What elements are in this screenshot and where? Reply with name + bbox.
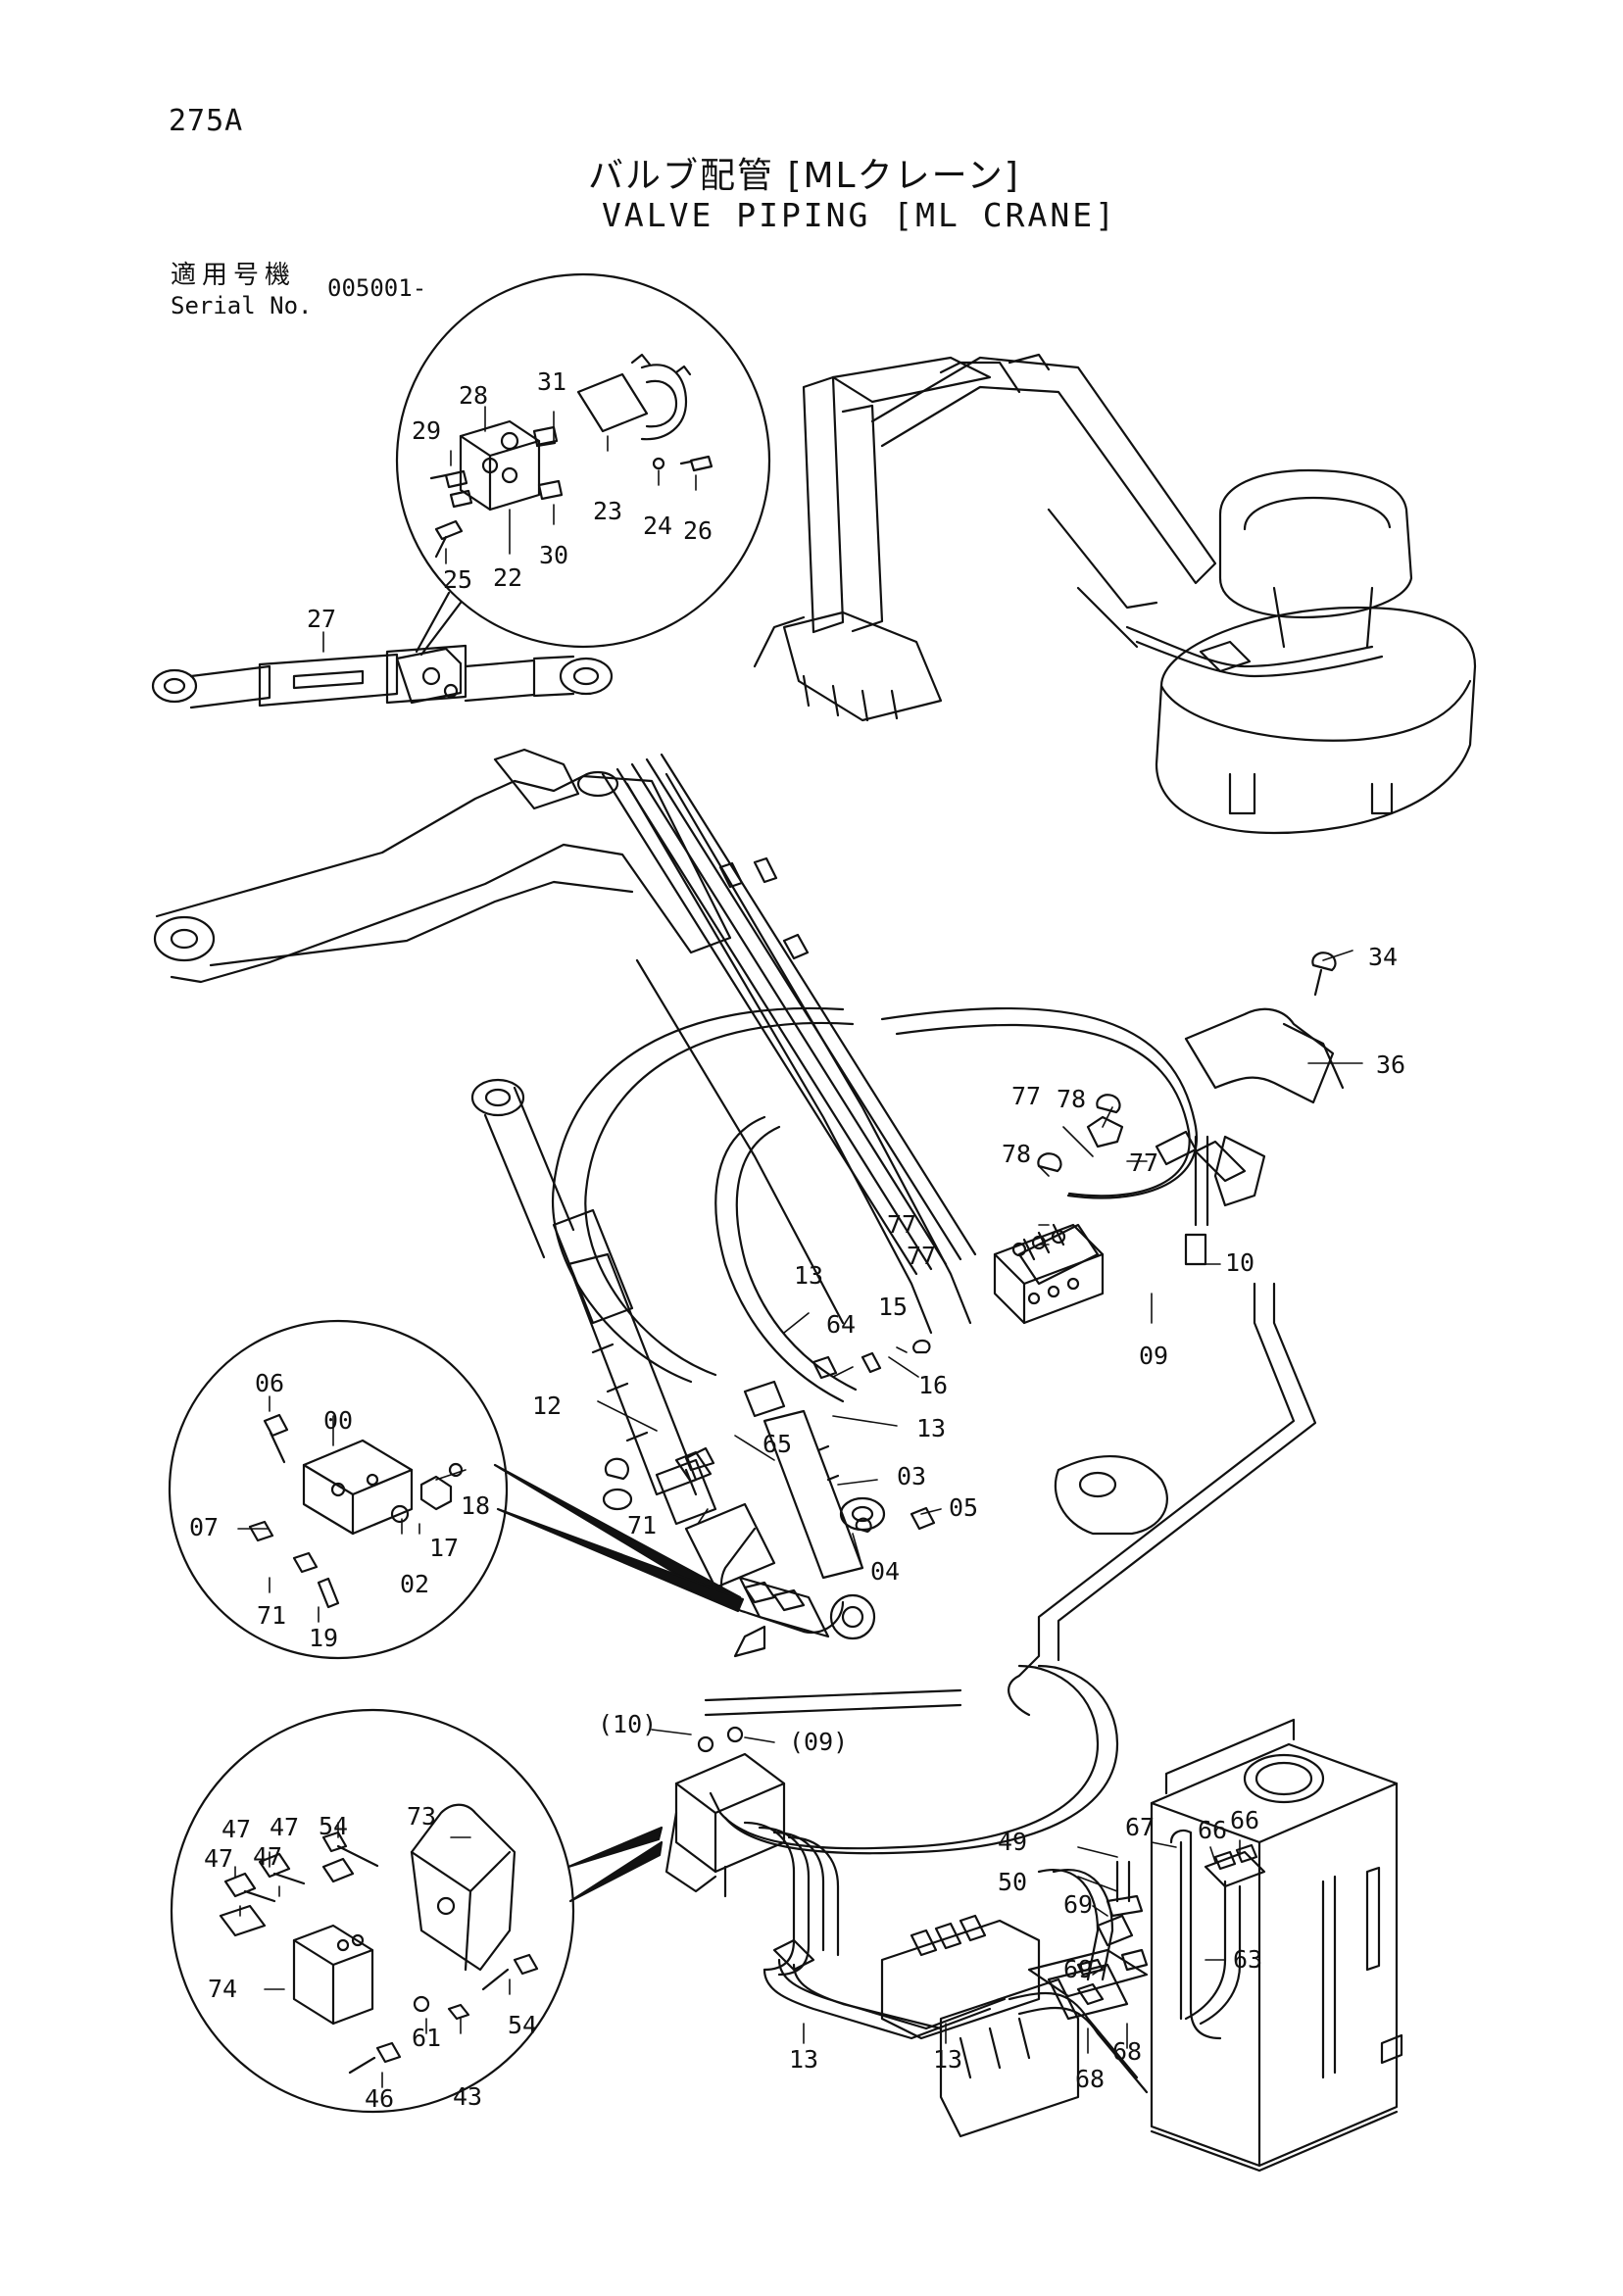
callout-65: 65 (762, 1430, 792, 1458)
callout-46: 46 (365, 2084, 394, 2113)
callout-03: 03 (897, 1462, 926, 1490)
callout-23: 23 (593, 497, 622, 525)
callout-47-c: 47 (204, 1844, 233, 1873)
callout-13-a: 13 (794, 1261, 823, 1290)
serial-label-english: Serial No. (171, 292, 313, 319)
hydraulic-tank (1150, 1718, 1403, 2173)
callout-71-a: 71 (627, 1511, 657, 1539)
callout-09: 09 (1139, 1342, 1168, 1370)
callout-26: 26 (683, 516, 713, 545)
callout-18: 18 (461, 1491, 490, 1520)
callout-68-a: 68 (1112, 2037, 1142, 2066)
callout-50: 50 (998, 1868, 1027, 1896)
valve-block-center (993, 1094, 1124, 1325)
detail-circle-fittings (170, 1708, 664, 2114)
callout-54-b: 54 (508, 2011, 537, 2039)
callout-68-b: 68 (1075, 2065, 1105, 2093)
diagram-title-japanese: バルブ配管 [MLクレーン] (588, 156, 1020, 196)
callout-77-c: 77 (887, 1210, 916, 1239)
callout-61: 61 (412, 2024, 441, 2052)
callout-69-a: 69 (1063, 1890, 1093, 1919)
callout-64: 64 (826, 1310, 856, 1339)
callout-25: 25 (443, 565, 472, 594)
lower-piping (664, 1282, 1317, 2138)
callout-13-d: 13 (933, 2045, 962, 2074)
callout-47-d: 47 (253, 1842, 282, 1871)
callout-73: 73 (407, 1802, 436, 1831)
callout-22: 22 (493, 563, 522, 592)
callout-24: 24 (643, 512, 672, 540)
callout-06: 06 (255, 1369, 284, 1397)
callout-77-b: 77 (1129, 1148, 1158, 1177)
excavator-overview (753, 353, 1477, 835)
callout-77-a: 77 (1011, 1082, 1041, 1110)
callout-05: 05 (949, 1493, 978, 1522)
callout-12: 12 (532, 1392, 562, 1420)
callout-16: 16 (918, 1371, 948, 1399)
callout-13-c: 13 (789, 2045, 818, 2074)
callout-69-b: 69 (1063, 1955, 1093, 1983)
callout-71-b: 71 (257, 1601, 286, 1630)
callout-27: 27 (307, 605, 336, 633)
callout-15: 15 (878, 1293, 908, 1321)
callout-17: 17 (429, 1534, 459, 1562)
callout-00: 00 (323, 1406, 353, 1435)
callout-34: 34 (1368, 943, 1398, 971)
callout-47-b: 47 (270, 1813, 299, 1841)
callout-78-b: 78 (1002, 1140, 1031, 1168)
callout-67: 67 (1125, 1813, 1155, 1841)
callout-47-a: 47 (221, 1815, 251, 1843)
leader-lines (234, 406, 1363, 2088)
callout-29: 29 (412, 416, 441, 445)
callout-07: 07 (189, 1513, 219, 1541)
callout-09-ref: (09) (789, 1728, 848, 1756)
callout-13-b: 13 (916, 1414, 946, 1442)
callout-78-a: 78 (1057, 1085, 1086, 1113)
boom-with-hoses (153, 748, 1209, 1536)
detail-circle-cylinder-valve (395, 272, 771, 657)
serial-number-range: 005001- (327, 274, 427, 302)
callout-66-b: 66 (1230, 1806, 1259, 1834)
callout-19: 19 (309, 1624, 338, 1652)
arm-cylinder (470, 1078, 776, 1589)
callout-28: 28 (459, 381, 488, 410)
callout-10: 10 (1225, 1248, 1254, 1277)
part-callouts: 31 28 29 23 24 26 25 22 30 27 34 36 77 7… (189, 367, 1405, 2113)
callout-36: 36 (1376, 1050, 1405, 1079)
page-number: 275A (169, 104, 244, 138)
callout-74: 74 (208, 1975, 237, 2003)
callout-54-a: 54 (319, 1812, 348, 1840)
callout-04: 04 (870, 1557, 900, 1586)
cover-bracket (1155, 952, 1345, 1207)
callout-77-d: 77 (907, 1242, 936, 1270)
callout-10-ref: (10) (598, 1710, 657, 1738)
detail-circle-valve (168, 1319, 745, 1660)
callout-63: 63 (1233, 1945, 1262, 1974)
diagram-title-english: VALVE PIPING [ML CRANE] (602, 196, 1117, 234)
serial-label-japanese: 適用号機 (171, 261, 297, 290)
callout-30: 30 (539, 541, 568, 569)
callout-49: 49 (998, 1828, 1027, 1856)
callout-02: 02 (400, 1570, 429, 1598)
callout-31: 31 (537, 367, 566, 396)
cylinder-with-valve (151, 644, 614, 709)
callout-66-a: 66 (1198, 1816, 1227, 1844)
lower-cylinder-valve (604, 1339, 936, 1658)
callout-43: 43 (453, 2082, 482, 2111)
